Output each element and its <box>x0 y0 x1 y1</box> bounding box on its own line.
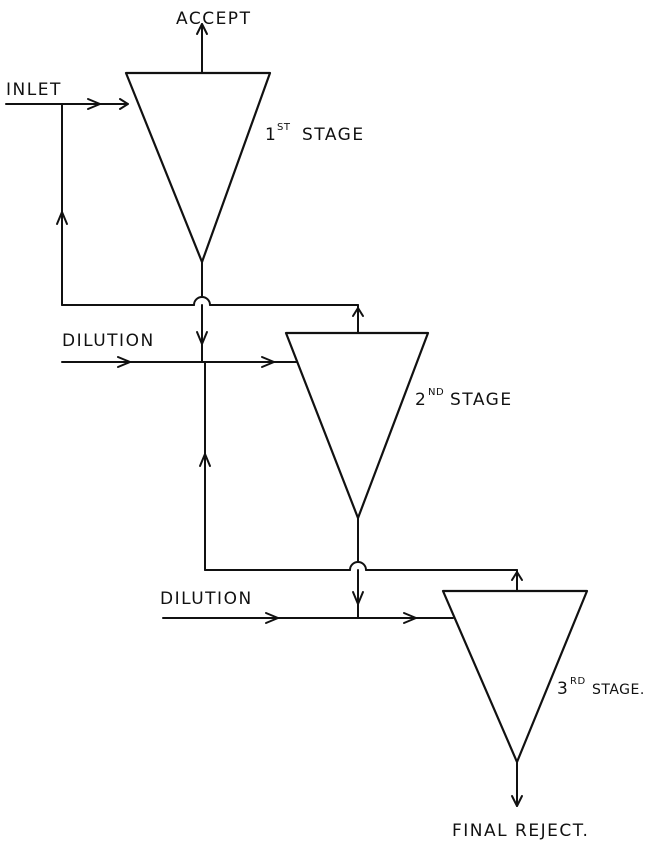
accept-line <box>196 23 208 74</box>
stage-1-vessel <box>124 71 272 264</box>
stage-3-label: 3 RD STAGE. <box>557 676 645 699</box>
stage-2-vessel <box>284 331 430 520</box>
reject-line-stage-1-to-stage-2 <box>196 261 298 368</box>
stage-2-name: STAGE <box>450 390 513 410</box>
stage-2-number: 2 <box>415 390 427 410</box>
stage-3-suffix: RD <box>570 676 586 687</box>
stage-1-suffix: ST <box>277 122 291 133</box>
stage-3-name: STAGE. <box>592 682 645 698</box>
dilution-line-2 <box>162 612 359 624</box>
inlet-line <box>5 98 129 110</box>
dilution-line-1 <box>61 356 203 368</box>
stage-2-label: 2 ND STAGE <box>415 387 513 410</box>
stage-3-vessel <box>441 589 589 764</box>
stage-2-suffix: ND <box>428 387 444 398</box>
final-reject-label: FINAL REJECT. <box>452 821 589 841</box>
reject-line-stage-2-to-stage-3 <box>352 517 454 624</box>
stage-1-label: 1 ST STAGE <box>265 122 365 145</box>
dilution-label-1: DILUTION <box>62 331 155 351</box>
stage-3-number: 3 <box>557 679 569 699</box>
dilution-label-2: DILUTION <box>160 589 253 609</box>
stage-1-name: STAGE <box>302 125 365 145</box>
final-reject-line <box>511 761 523 807</box>
inlet-label: INLET <box>6 80 62 100</box>
stage-1-number: 1 <box>265 125 277 145</box>
accept-label: ACCEPT <box>176 9 251 29</box>
